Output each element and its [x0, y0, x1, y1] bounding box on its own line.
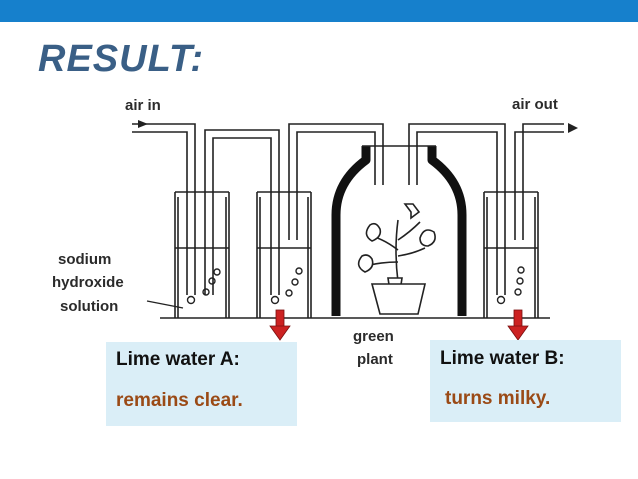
slide-title: RESULT: [38, 38, 205, 80]
label-hydroxide: hydroxide [52, 274, 124, 291]
result-a-text: remains clear. [116, 390, 243, 411]
air-in-arrow-icon [138, 120, 148, 128]
bubbles [186, 266, 525, 305]
header-bar [0, 0, 638, 22]
flask-lime-water-a [256, 191, 312, 318]
label-sodium: sodium [58, 251, 111, 268]
flask-sodium-hydroxide [174, 191, 230, 318]
air-tubes [132, 123, 564, 295]
flask-lime-water-b [483, 191, 539, 318]
label-air-out: air out [512, 96, 558, 113]
green-plant-icon [357, 203, 436, 315]
label-plant: plant [357, 351, 393, 368]
result-arrow-a-icon [269, 309, 291, 341]
result-box-b: Lime water B: turns milky. [430, 340, 621, 422]
result-b-heading: Lime water B: [440, 348, 565, 369]
result-b-text: turns milky. [445, 388, 551, 409]
label-air-in: air in [125, 97, 161, 114]
result-box-a: Lime water A: remains clear. [106, 342, 297, 426]
label-green: green [353, 328, 394, 345]
bell-jar [331, 146, 467, 316]
pointer-solution [146, 300, 184, 309]
result-a-heading: Lime water A: [116, 349, 240, 370]
label-solution: solution [60, 298, 118, 315]
air-out-arrow-icon [568, 123, 578, 133]
result-arrow-b-icon [507, 309, 529, 341]
